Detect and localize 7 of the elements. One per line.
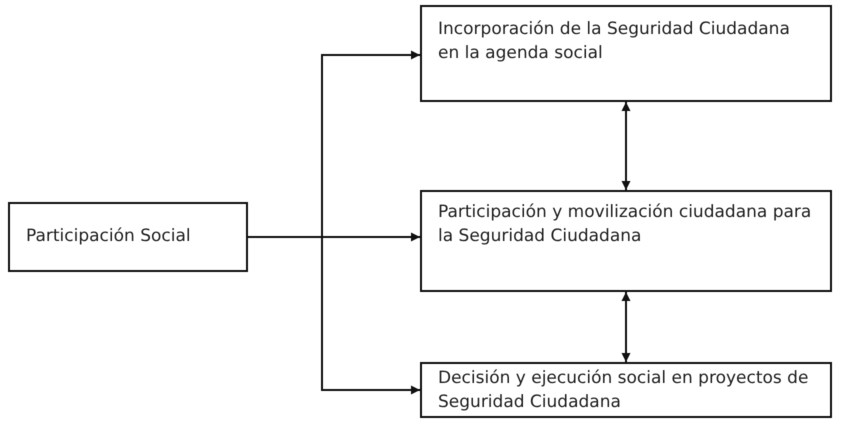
arrow	[248, 236, 420, 394]
process-box: Incorporación de la Seguridad Ciudadana en la agenda social	[420, 5, 832, 102]
process-box: Participación y movilización ciudadana para la Seguridad Ciudadana	[420, 190, 832, 292]
arrow	[622, 292, 630, 362]
process-box: Decisión y ejecución social en proyectos de Seguridad Ciudadana	[420, 362, 832, 418]
process-box: Participación Social	[8, 202, 248, 272]
arrow	[622, 102, 630, 190]
